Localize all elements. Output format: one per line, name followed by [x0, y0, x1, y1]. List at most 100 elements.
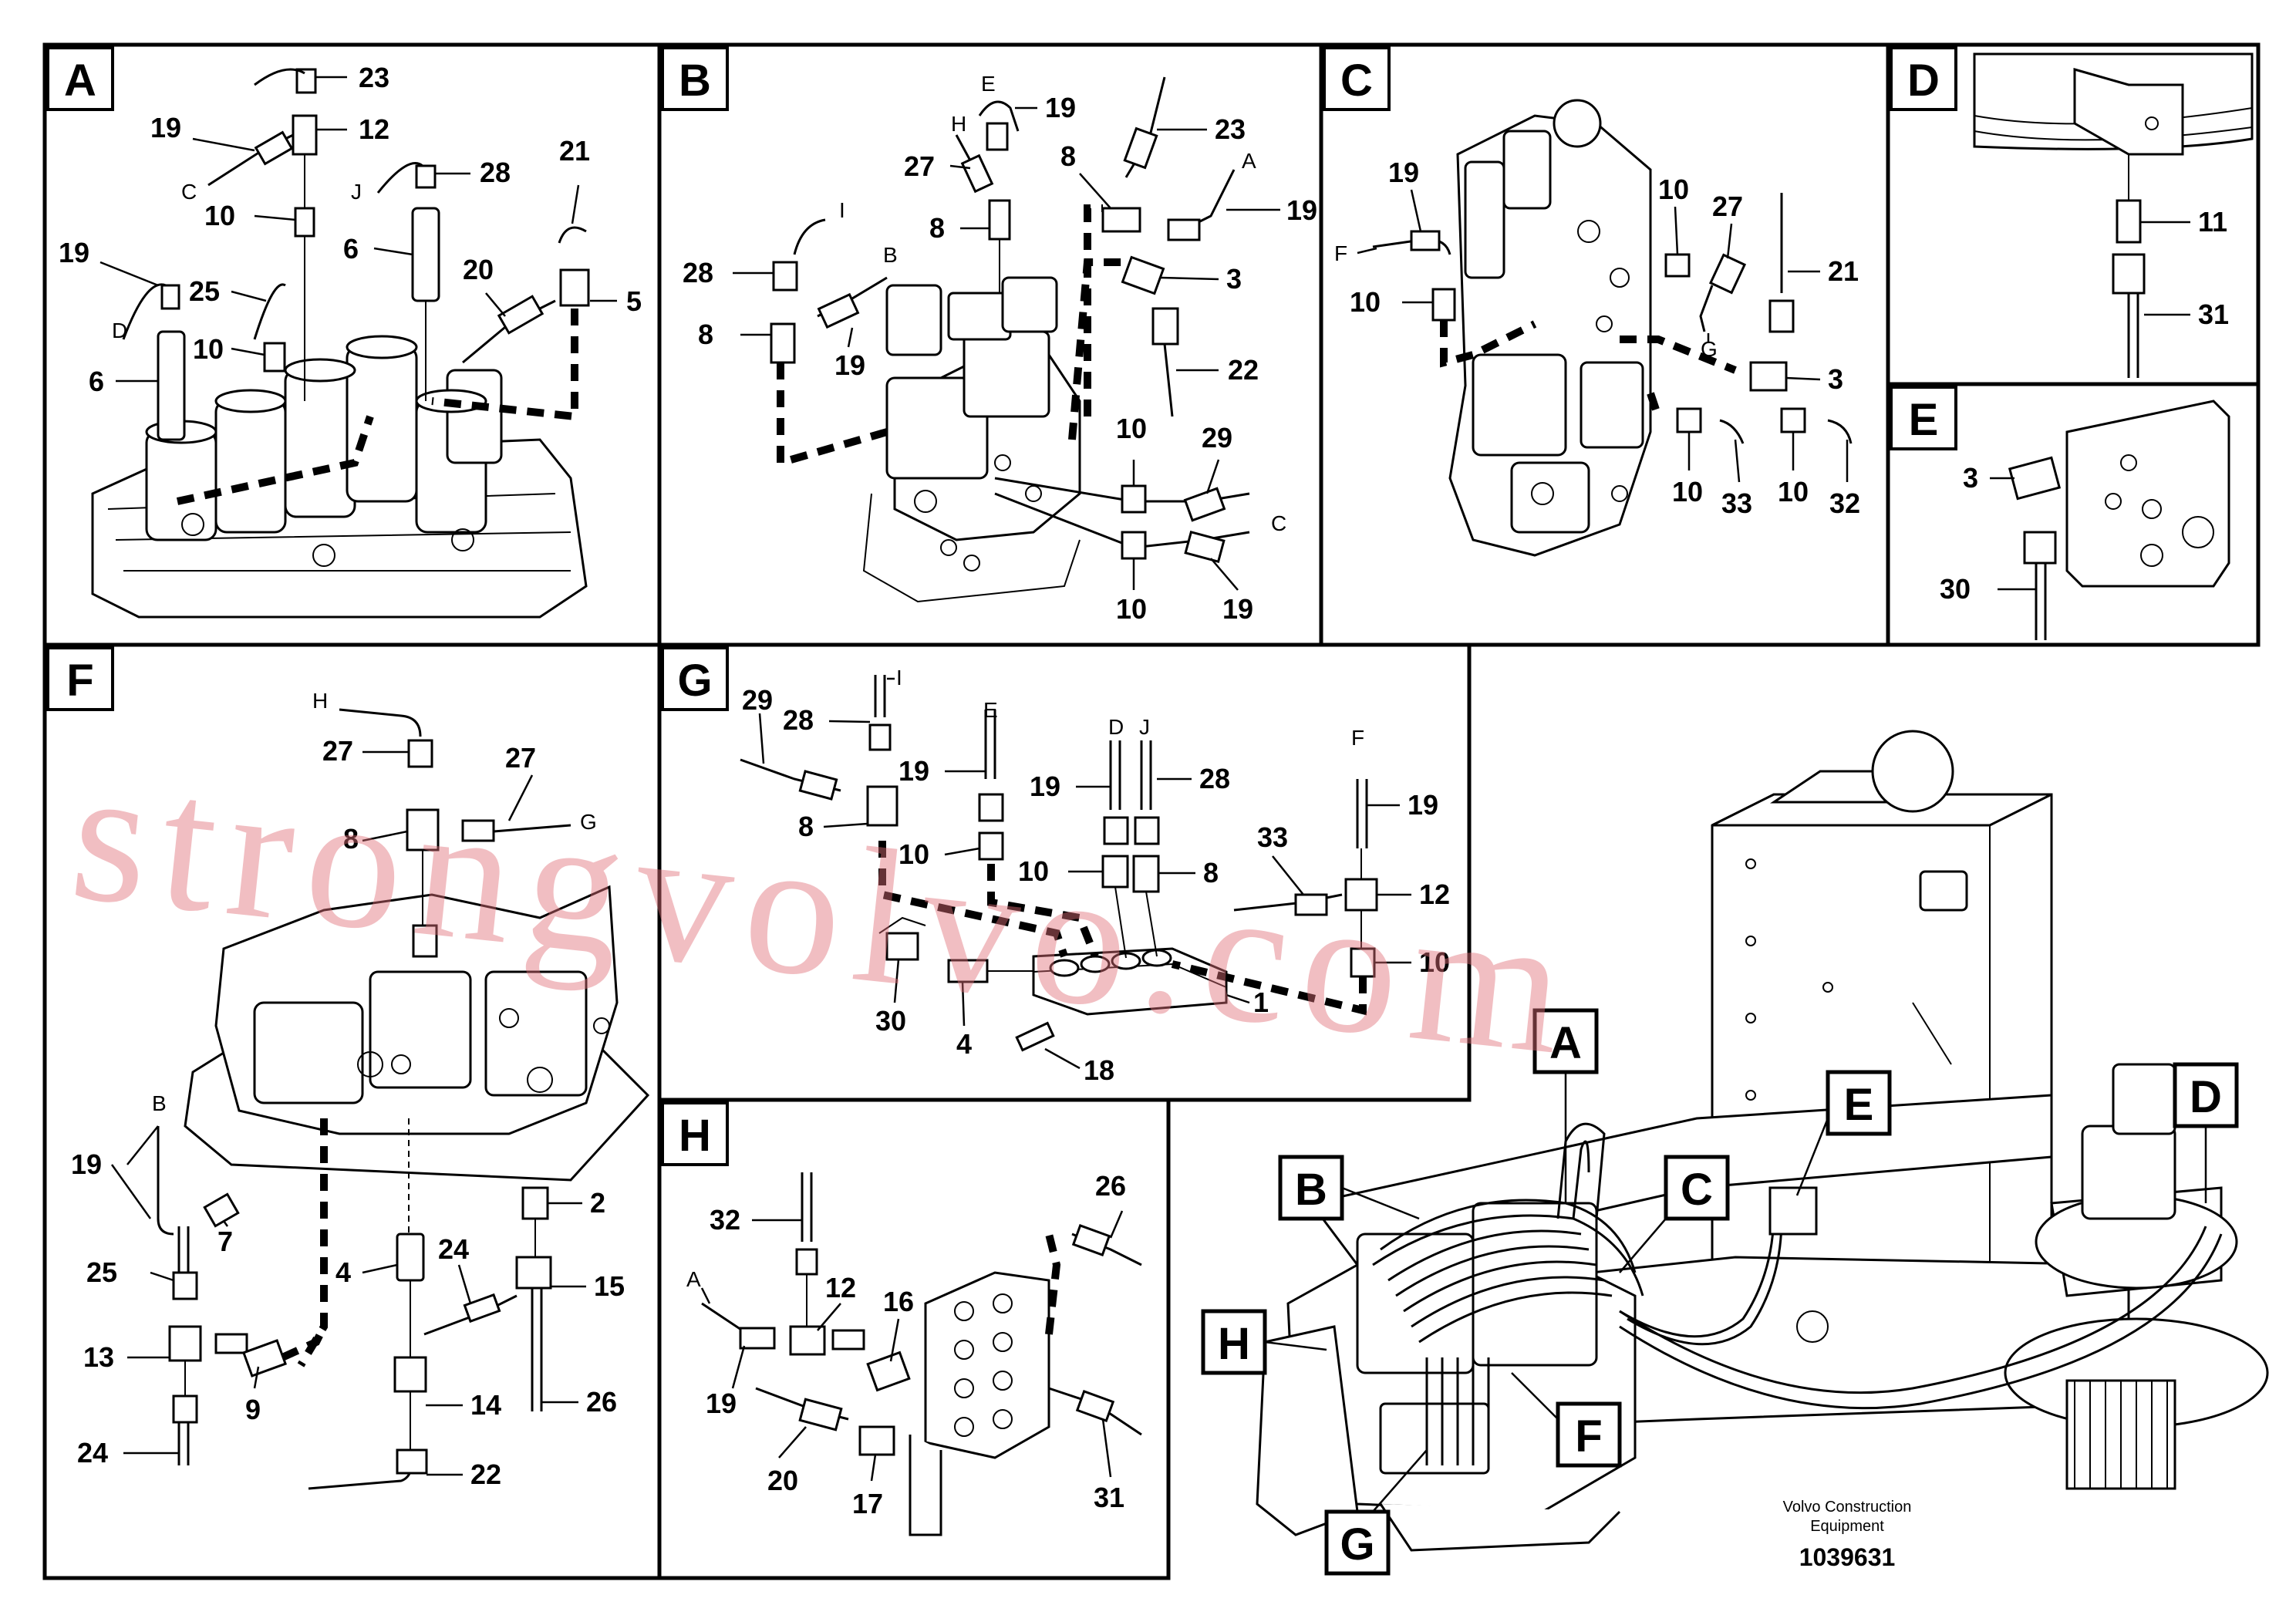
fitting-27-f [407, 739, 433, 768]
hose-19-d-g [1109, 740, 1121, 810]
label-f-19: 19 [71, 1148, 102, 1180]
fitting-10-a2 [263, 342, 286, 373]
label-c-32: 32 [1829, 487, 1860, 519]
hose-31-d [2127, 293, 2139, 378]
hose-28-i-g [874, 675, 886, 717]
tee-15-f [515, 1256, 552, 1290]
fitting-27-c [1708, 253, 1747, 295]
elbow-3-e [2008, 456, 2062, 501]
pipe-b-1 [1084, 204, 1103, 416]
elbow-19-b [986, 122, 1009, 151]
line-19-c [994, 492, 1250, 549]
label-a-5: 5 [626, 285, 642, 317]
fitting-31-d [2112, 253, 2146, 295]
label-b-10: 10 [1116, 413, 1147, 444]
fitting-19-b [817, 292, 860, 329]
pipe-h-1 [1045, 1233, 1061, 1335]
block-d [2073, 68, 2184, 156]
adapter-8-b [988, 199, 1011, 241]
pipe-a-2 [176, 415, 374, 505]
hose-19-e [978, 100, 1020, 132]
label-h-16: 16 [883, 1286, 914, 1317]
fitting-28-a [415, 164, 437, 189]
fitting-10-c4 [1780, 407, 1806, 433]
label-a-12: 12 [359, 113, 389, 145]
label-b-19-b: 19 [834, 349, 865, 381]
fitting-e-overview [1768, 1186, 1818, 1236]
fitting-10-a [294, 207, 315, 238]
panel-h-tag-label: H [679, 1111, 711, 1161]
swing-motor [2081, 1125, 2176, 1220]
elbow-3-b [1121, 255, 1165, 295]
label-a-20: 20 [463, 254, 494, 285]
pipe-f-2 [280, 1324, 328, 1361]
label-c-33: 33 [1721, 487, 1752, 519]
label-a-10: 10 [204, 200, 235, 231]
brand-line-2: Equipment [1810, 1518, 1884, 1535]
label-g-10-b: 10 [1018, 855, 1049, 887]
fitting-24-f [463, 1293, 501, 1324]
elbow-16-h [866, 1351, 911, 1392]
pipe-a-1 [431, 309, 578, 421]
tee-5-a [559, 268, 590, 307]
label-b-10-b: 10 [1116, 593, 1147, 625]
panel-d: D 11 31 [1890, 46, 2254, 378]
fitting-10-c [1431, 288, 1456, 322]
hose-33 [1719, 419, 1745, 444]
tank-cap [1871, 730, 1954, 813]
label-g-8: 8 [798, 811, 814, 842]
fitting-31-h [1075, 1390, 1115, 1422]
panel-h: H 26 [661, 1101, 1142, 1536]
valve-block-a [91, 335, 588, 619]
label-f-13: 13 [83, 1341, 114, 1373]
hose-28-a [376, 162, 423, 194]
label-g-d: D [1108, 715, 1124, 739]
label-c-g: G [1701, 337, 1718, 361]
fitting-30-g [885, 932, 919, 961]
callout-a: A [1549, 1018, 1582, 1068]
label-c-3: 3 [1828, 363, 1843, 395]
label-g-19-b: 19 [1030, 771, 1060, 802]
panel-f-tag-label: F [66, 656, 93, 706]
label-e-3: 3 [1963, 462, 1978, 494]
adapter-8-b2 [770, 322, 796, 364]
label-a-21: 21 [559, 135, 590, 167]
fitting-7-f [203, 1192, 240, 1228]
fitting-19-d-g [1103, 816, 1129, 845]
label-b-3: 3 [1226, 263, 1242, 295]
label-g-28-b: 28 [1199, 763, 1230, 794]
valve-block-f [184, 885, 650, 1182]
label-b-e: E [981, 72, 996, 96]
tee-8-g [866, 785, 899, 827]
document-number: 1039631 [1799, 1543, 1896, 1571]
label-f-b: B [152, 1091, 167, 1115]
label-a-23: 23 [359, 62, 389, 93]
label-f-26: 26 [586, 1386, 617, 1418]
fitting-28-g [868, 723, 892, 751]
label-b-29: 29 [1202, 422, 1232, 454]
fitting-10-g [978, 831, 1004, 861]
label-f-8: 8 [343, 823, 359, 855]
label-a-19-b: 19 [59, 237, 89, 268]
label-e-30: 30 [1940, 573, 1971, 605]
label-d-31: 31 [2198, 298, 2229, 330]
fitting-30-e [2023, 531, 2057, 565]
panel-e: E 3 30 [1890, 386, 2230, 640]
callout-e: E [1844, 1080, 1874, 1130]
fitting-19-c [1410, 230, 1441, 251]
label-f-25: 25 [86, 1256, 117, 1288]
fitting-12-h [831, 1329, 865, 1351]
pipe-b-3 [777, 363, 888, 468]
fitting-4-g [947, 959, 989, 983]
adapter-8-g [1132, 855, 1160, 893]
pipe-g-3 [1171, 960, 1367, 1016]
hose-25-f [177, 1226, 190, 1273]
fitting-20-h [798, 1398, 843, 1431]
pipe-c-2 [1620, 336, 1737, 374]
label-h-32: 32 [710, 1204, 740, 1236]
pipe-g-1 [878, 841, 1068, 958]
label-f-2: 2 [590, 1187, 605, 1219]
fitting-22-b [1151, 307, 1179, 346]
callout-g-box [1324, 1509, 1391, 1576]
hose-27-g-f [493, 824, 571, 833]
